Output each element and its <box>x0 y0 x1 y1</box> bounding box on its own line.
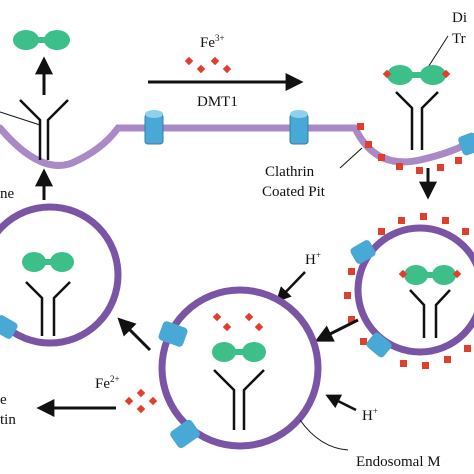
iron-dot-icon <box>184 56 232 74</box>
label-pointer-left <box>0 111 41 126</box>
left-edge-label: ne <box>0 186 15 202</box>
endosomal-label: Endosomal M <box>356 454 441 470</box>
receptor-icon <box>25 281 71 336</box>
iron-dot-icon <box>382 69 451 79</box>
transferrin-icon <box>22 252 74 272</box>
h-plus-lower-label: H+ <box>362 406 378 424</box>
endosome <box>158 286 322 450</box>
receptor-icon <box>409 289 451 338</box>
coated-pit-label: Coated Pit <box>262 184 326 200</box>
transferrin-icon <box>13 30 70 50</box>
dmt1-channel-icon <box>0 315 18 339</box>
dmt1-channel-icon <box>458 132 474 156</box>
dmt1-channel-icon <box>289 110 309 145</box>
iron-dot-icon <box>398 269 462 279</box>
fe3-label: Fe3+ <box>200 33 225 51</box>
dmt1-channel-icon <box>158 321 188 347</box>
bottom-left-label-1: e <box>0 392 7 408</box>
dmt1-channel-icon <box>170 419 200 449</box>
endosomal-pointer <box>299 419 349 451</box>
clathrin-pointer <box>339 147 363 169</box>
plasma-membrane <box>0 124 474 169</box>
dmt1-channel-icon <box>144 110 164 145</box>
arrow-to-endosome <box>314 318 359 342</box>
coated-vesicle <box>354 224 474 356</box>
arrow-to-recycle <box>117 317 152 352</box>
arrow-h-lower <box>325 394 357 412</box>
clathrin-coat <box>344 213 471 369</box>
transferrin-icon <box>212 342 266 362</box>
iron-dot-icon <box>124 388 158 414</box>
transferrin-icon <box>404 265 456 285</box>
top-right-label-1: Di <box>452 10 467 26</box>
top-right-label-2: Tr <box>452 31 466 47</box>
dmt1-label: DMT1 <box>197 94 238 110</box>
h-plus-upper-label: H+ <box>305 250 321 268</box>
receptor-icon <box>213 369 265 430</box>
dmt1-channel-icon <box>350 240 376 264</box>
iron-dot-icon <box>212 312 264 332</box>
fe2-label: Fe2+ <box>95 374 120 392</box>
receptor-icon <box>395 91 439 150</box>
clathrin-label: Clathrin <box>265 164 315 180</box>
recycling-vesicle <box>0 203 122 347</box>
transferrin-icon <box>387 65 446 85</box>
dmt1-channel-icon <box>366 332 392 358</box>
clathrin-coat <box>357 123 462 174</box>
arrow-h-upper <box>275 271 306 303</box>
bottom-left-label-2: tin <box>0 412 16 428</box>
receptor-icon <box>19 99 69 160</box>
